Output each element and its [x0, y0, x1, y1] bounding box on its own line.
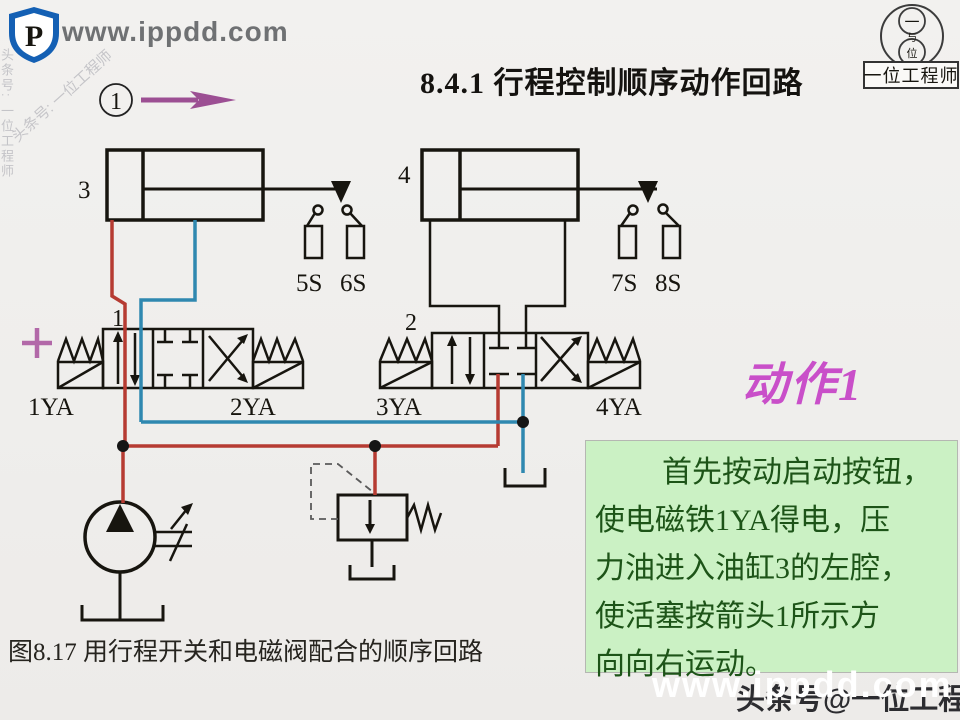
valve-2	[378, 331, 642, 390]
page-title: 8.4.1 行程控制顺序动作回路	[420, 67, 804, 100]
switch-5s-label: 5S	[296, 270, 322, 297]
cylinder-4-label: 4	[398, 162, 411, 189]
logo-letter: P	[25, 20, 43, 53]
plus-cursor-icon	[22, 328, 52, 358]
limit-switch-5s	[303, 204, 324, 260]
site-url-text: www.ippdd.com	[62, 16, 289, 47]
tank-icon	[348, 565, 396, 581]
engineer-stamp: 一 与 位 一位工程师	[863, 4, 959, 89]
cylinder-4	[420, 148, 658, 222]
limit-switch-7s	[617, 204, 639, 260]
pilot-line	[310, 463, 374, 520]
solenoid-4ya-label: 4YA	[596, 394, 642, 421]
cylinder-3-label: 3	[78, 177, 91, 204]
step-marker: 1	[99, 83, 236, 117]
switch-8s-label: 8S	[655, 270, 681, 297]
stamp-label: 一位工程师	[864, 66, 959, 86]
cylinder-3	[105, 148, 351, 222]
tank-icon	[503, 468, 547, 488]
explanation-panel: 首先按动启动按钮， 使电磁铁1YA得电，压 力油进入油缸3的左腔， 使活塞按箭头…	[585, 440, 958, 681]
switch-7s-label: 7S	[611, 270, 637, 297]
pump-flow-triangle-icon	[106, 504, 134, 532]
limit-switch-6s	[341, 204, 366, 260]
figure-caption: 图8.17 用行程开关和电磁阀配合的顺序回路	[8, 639, 484, 666]
explanation-line: 首先按动启动按钮，	[662, 456, 932, 489]
spring-icon	[405, 500, 443, 535]
tank-icon	[80, 605, 165, 622]
solenoid-3ya-label: 3YA	[376, 394, 422, 421]
explanation-line: 使活塞按箭头1所示方	[595, 600, 880, 633]
step-number: 1	[110, 89, 122, 115]
explanation-line: 力油进入油缸3的左腔，	[595, 552, 910, 585]
solenoid-2ya-label: 2YA	[230, 394, 276, 421]
solenoid-1ya-label: 1YA	[28, 394, 74, 421]
action-step-label: 动作1	[742, 359, 863, 410]
valve-1	[56, 327, 305, 390]
left-edge-watermark: 头条号: 一位工程师	[0, 48, 14, 180]
switch-6s-label: 6S	[340, 270, 366, 297]
explanation-line: 使电磁铁1YA得电，压	[595, 504, 891, 537]
junction-dots	[117, 416, 529, 452]
limit-switch-8s	[657, 203, 682, 260]
stamp-mid-char: 与	[907, 32, 917, 44]
pressure-lines	[110, 220, 500, 503]
bottom-white-watermark: www.ippdd.com	[652, 664, 953, 705]
cam-dog-icon	[331, 181, 351, 203]
valve-2-label: 2	[405, 310, 417, 336]
relief-valve	[310, 463, 443, 581]
cylinder-4-pipes	[428, 220, 567, 347]
explanation-line: 向向右运动。	[595, 648, 775, 681]
return-lines	[139, 220, 525, 473]
step-arrow-icon	[190, 91, 236, 109]
site-logo-shield-icon: P	[9, 7, 59, 63]
stamp-top-char: 一	[904, 15, 919, 31]
valve-1-label: 1	[112, 306, 124, 332]
bottom-dark-watermark: 头条号@一位工程师	[736, 684, 960, 716]
cam-dog-icon	[638, 181, 658, 203]
stamp-bottom-char: 位	[907, 46, 918, 60]
variable-arrow-icon	[181, 503, 193, 515]
hydraulic-pump	[80, 500, 193, 622]
